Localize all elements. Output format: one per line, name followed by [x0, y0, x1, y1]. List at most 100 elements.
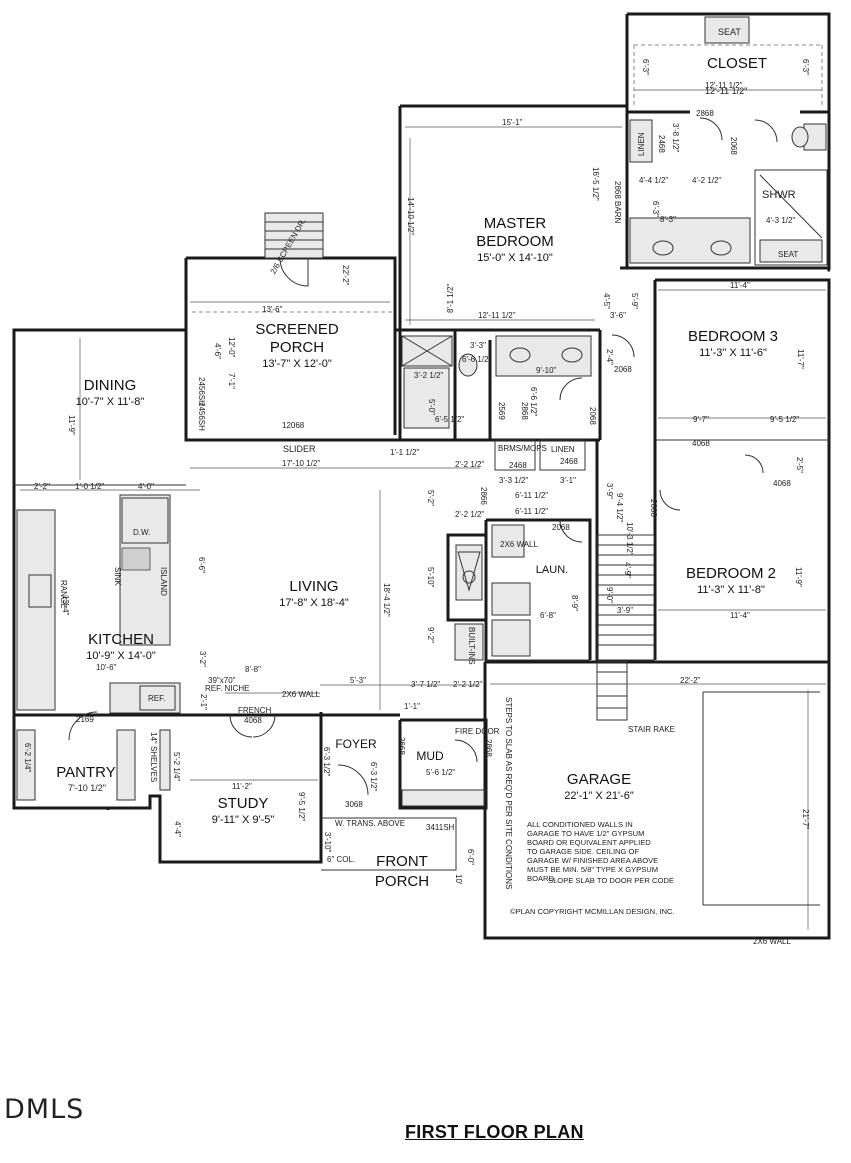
dim-label: 6'-3 1/2" [369, 762, 378, 791]
dim-label: 6'-3 1/2" [322, 747, 331, 776]
dim-label: 4068 [692, 439, 710, 448]
study-name: STUDY [218, 795, 269, 812]
dim-label: 2'-1" [199, 694, 208, 710]
linen-hall-label: LINEN [551, 445, 575, 454]
bed3-dims: 11'-3" X 11'-6" [699, 347, 767, 359]
french-label: FRENCH [238, 706, 272, 715]
dim-label: 3'-3 1/2" [499, 476, 528, 485]
dim-label: 2866 [479, 487, 488, 505]
dim-label: 2668 [397, 737, 406, 755]
dim-label: 1'-1" [404, 702, 420, 711]
bed2-name: BEDROOM 2 [686, 565, 776, 582]
dim-label: 2569 [497, 402, 506, 420]
dim-label: 21'-7" [801, 809, 810, 830]
garage-note-line: ALL CONDITIONED WALLS IN [527, 820, 633, 829]
dmls-logo: DMLS [4, 1094, 85, 1125]
dim-label: 2068 [588, 407, 597, 425]
slider-label: SLIDER [283, 444, 316, 454]
dim-label: 18'-4 1/2" [382, 583, 391, 617]
master-name-2: BEDROOM [476, 233, 554, 250]
dim-label: 10'-3 1/2" [625, 522, 634, 556]
dim-label: 14'-10 1/2" [406, 197, 415, 235]
dim-label: 1'-1 1/2" [390, 448, 419, 457]
dim-label: 10'-6" [96, 663, 117, 672]
dim-label: 2456SH [197, 402, 206, 431]
fixtures [16, 16, 828, 807]
dim-label: 2'-2 1/2" [455, 460, 484, 469]
stair-rake-label: STAIR RAKE [628, 725, 675, 734]
steps-label: STEPS TO SLAB AS REQ'D PER SITE CONDITIO… [504, 697, 513, 889]
bed3-name: BEDROOM 3 [688, 328, 778, 345]
dim-label: 3'-9" [605, 483, 614, 499]
garage-note-line: GARAGE W/ FINISHED AREA ABOVE [527, 856, 658, 865]
bed2-dims: 11'-3" X 11'-8" [697, 584, 765, 596]
front-porch-name-1: FRONT [376, 853, 428, 870]
closet-dims: 12'-11 1/2" [705, 86, 747, 96]
garage-name: GARAGE [567, 771, 631, 788]
doors [68, 117, 778, 796]
sink-label: SINK [113, 567, 122, 586]
study-dims: 9'-11" X 9'-5" [212, 814, 275, 826]
shower-label: SHWR [762, 189, 796, 201]
dim-label: 9'-5 1/2" [770, 415, 799, 424]
dim-label: 4'-4" [173, 821, 182, 837]
wall-2x6-garage: 2X6 WALL [753, 937, 791, 946]
dim-label: 6'-0" [466, 849, 475, 865]
dim-label: 4068 [773, 479, 791, 488]
dim-label: 13'-4" [61, 595, 70, 616]
garage-dims: 22'-1" X 21'-6" [564, 790, 634, 802]
dim-label: 11'-4" [730, 611, 750, 620]
dim-label: 2868 [696, 109, 714, 118]
dim-label: 8'-8" [245, 665, 261, 674]
bath-seat-label: SEAT [778, 250, 798, 259]
dim-label: 10' [454, 874, 463, 885]
dim-label: 8'-9" [570, 595, 579, 611]
dimension-lines [20, 89, 826, 930]
dim-label: 9'-4 1/2" [615, 493, 624, 522]
laun-name: LAUN. [536, 564, 568, 576]
garage-note: ALL CONDITIONED WALLS IN GARAGE TO HAVE … [527, 820, 658, 883]
dim-label: 8'-1 1/2" [446, 284, 455, 313]
dim-label: 5'-6 1/2" [426, 768, 455, 777]
dim-label: 15'-1" [502, 118, 523, 127]
dim-label: 9'-0" [605, 587, 614, 603]
screened-name-2: PORCH [270, 339, 324, 356]
living-name: LIVING [289, 578, 338, 595]
pantry-name: PANTRY [56, 764, 115, 781]
dim-label: 3'-7 1/2" [411, 680, 440, 689]
stairs [596, 534, 655, 721]
dim-label: 6'-11 1/2" [515, 507, 548, 516]
wall-2x6-label: 2X6 WALL [282, 690, 320, 699]
dim-label: 2868 [520, 402, 529, 420]
dim-label: 4'-0" [138, 482, 154, 491]
barn-label: 2868 BARN [613, 181, 622, 223]
copyright-label: ©PLAN COPYRIGHT MCMILLAN DESIGN, INC. [510, 907, 675, 916]
col-label: 6" COL. [327, 855, 355, 864]
closet-seat: SEAT [718, 27, 741, 37]
dim-label: 5'-10" [426, 567, 435, 588]
dim-label: 3'-1" [560, 476, 576, 485]
dim-label: 9'-10" [536, 366, 557, 375]
dim-label: 2468 [560, 457, 578, 466]
fire-door-label: FIRE DOOR [455, 727, 500, 736]
kitchen-name: KITCHEN [88, 631, 154, 648]
closet-name: CLOSET [707, 55, 767, 72]
dim-label: 6'-5 1/2" [435, 415, 464, 424]
dim-label: 3'-3" [470, 341, 486, 350]
dim-label: 5'-9" [630, 293, 639, 309]
dim-label: 17'-10 1/2" [282, 459, 320, 468]
dim-label: 5'-2" [426, 490, 435, 506]
dim-label: 2'-4" [605, 349, 614, 365]
dim-label: 12068 [282, 421, 305, 430]
brms-label: BRMS/MOPS [498, 444, 547, 453]
range-label: RANGE [59, 580, 68, 608]
dim-label: 3'-8 1/2" [671, 123, 680, 152]
dim-label: 6'-8" [540, 611, 556, 620]
garage-note-line: BOARD OR EQUIVALENT APPLIED [527, 838, 651, 847]
shelves-label: 14" SHELVES [149, 732, 158, 782]
dim-label: 3'-6" [610, 311, 626, 320]
dim-label: 2468 [657, 135, 666, 153]
dim-label: 9'-2" [426, 627, 435, 643]
dim-label: 2068 [614, 365, 632, 374]
